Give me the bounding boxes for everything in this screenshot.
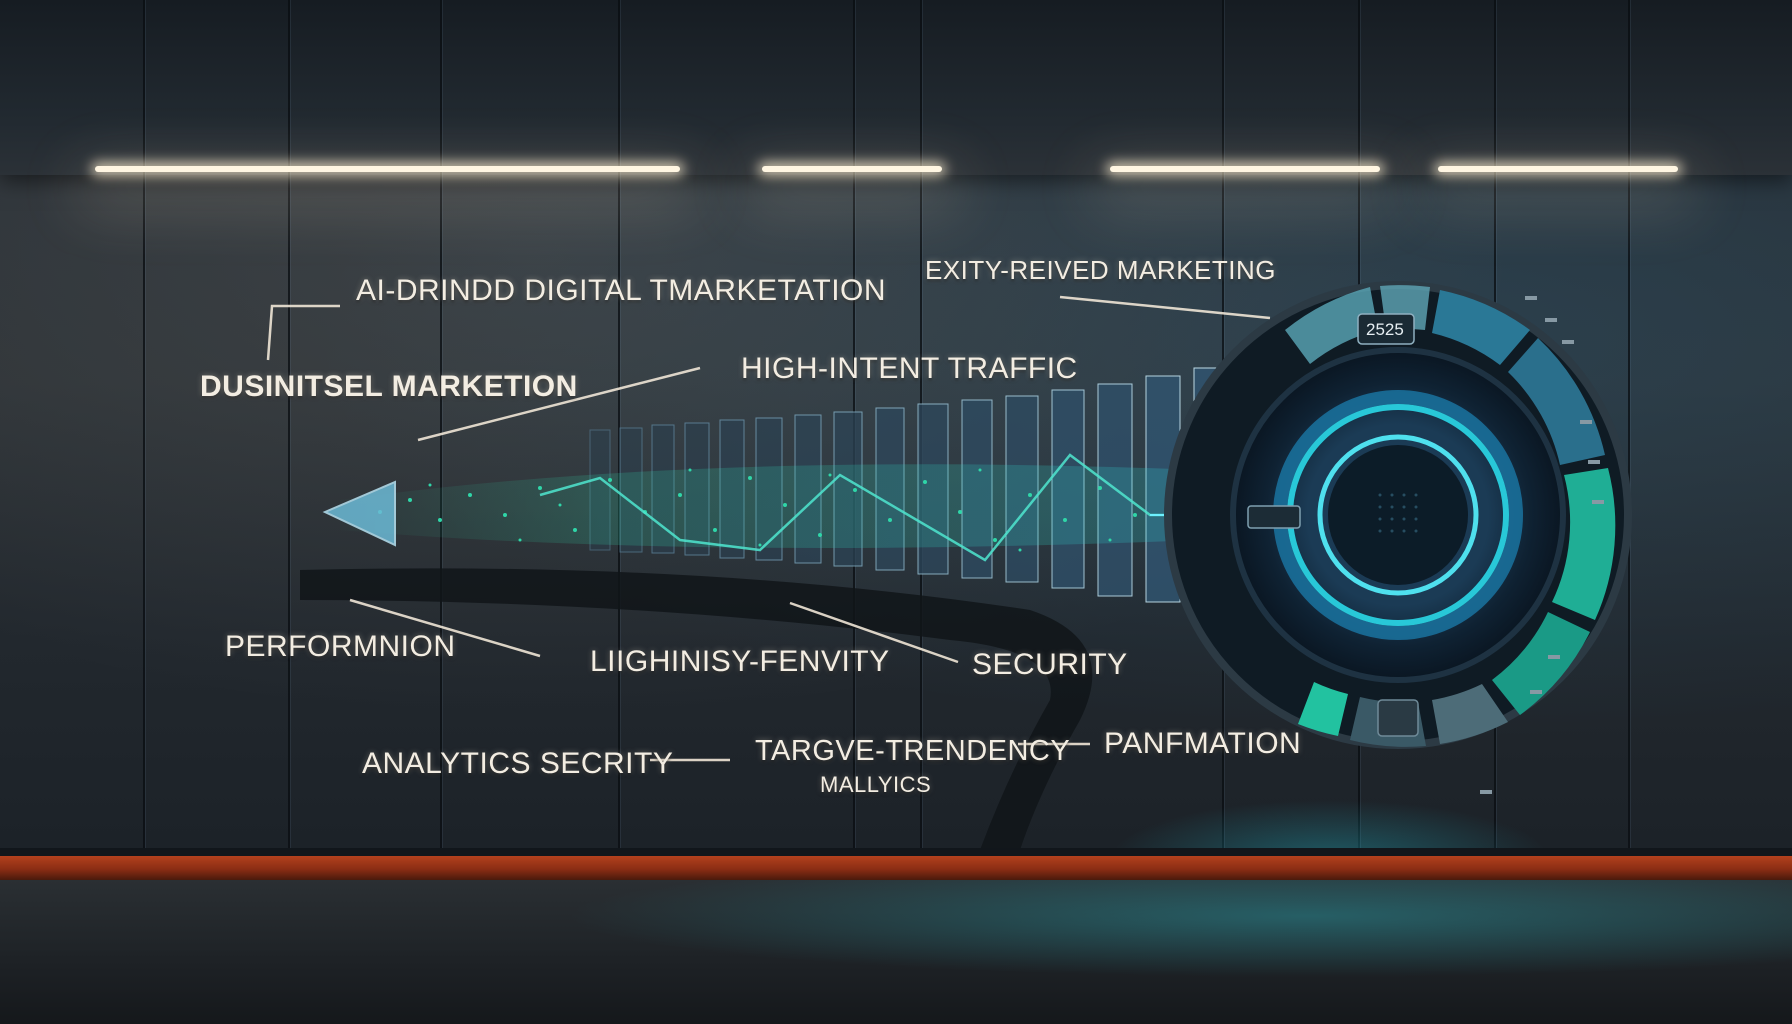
- label-analytics-security: ANALYTICS SECRITY: [362, 747, 674, 780]
- label-lighinisy: LIIGHINISY-FENVITY: [590, 645, 890, 678]
- label-high-intent-traffic: HIGH-INTENT TRAFFIC: [741, 352, 1078, 385]
- data-stream: [340, 464, 1220, 548]
- ceiling-light: [762, 166, 942, 172]
- circular-dial-icon: 2525: [1164, 281, 1632, 794]
- label-targve: TARGVE-TRENDENCY: [755, 735, 1071, 767]
- label-ai-driven: AI-DRINDD DIGITAL TMARKETATION: [356, 274, 887, 307]
- trend-line: [539, 453, 1310, 562]
- wall-seam: [288, 0, 290, 848]
- wall-ledge: [0, 848, 1792, 856]
- callout-lines: [266, 295, 1271, 762]
- ceiling-light: [1438, 166, 1678, 172]
- ceiling-light: [95, 166, 680, 172]
- wall-seam: [618, 0, 620, 848]
- wall-seam: [440, 0, 442, 848]
- dial-readout: 2525: [1366, 320, 1404, 339]
- floor: [0, 880, 1792, 1024]
- wall-seam: [143, 0, 145, 848]
- label-security: SECURITY: [972, 648, 1128, 681]
- label-exity-marketing: EXITY-REIVED MARKETING: [925, 255, 1276, 285]
- label-business-marketing: DUSINITSEL MARKETION: [200, 370, 578, 403]
- label-performance: PERFORMNION: [225, 630, 456, 663]
- data-visualization: 2525: [266, 281, 1632, 850]
- wood-trim: [0, 856, 1792, 880]
- label-panfmation: PANFMATION: [1104, 727, 1302, 760]
- glow-reflection: [1113, 800, 1547, 850]
- triangle-icon: [322, 480, 396, 547]
- wall-top-panel: [0, 0, 1792, 175]
- wall-seam: [1628, 0, 1630, 848]
- platform-shape: [300, 568, 1093, 850]
- label-mallycs: MALLYICS: [820, 772, 932, 797]
- ceiling-light: [1110, 166, 1380, 172]
